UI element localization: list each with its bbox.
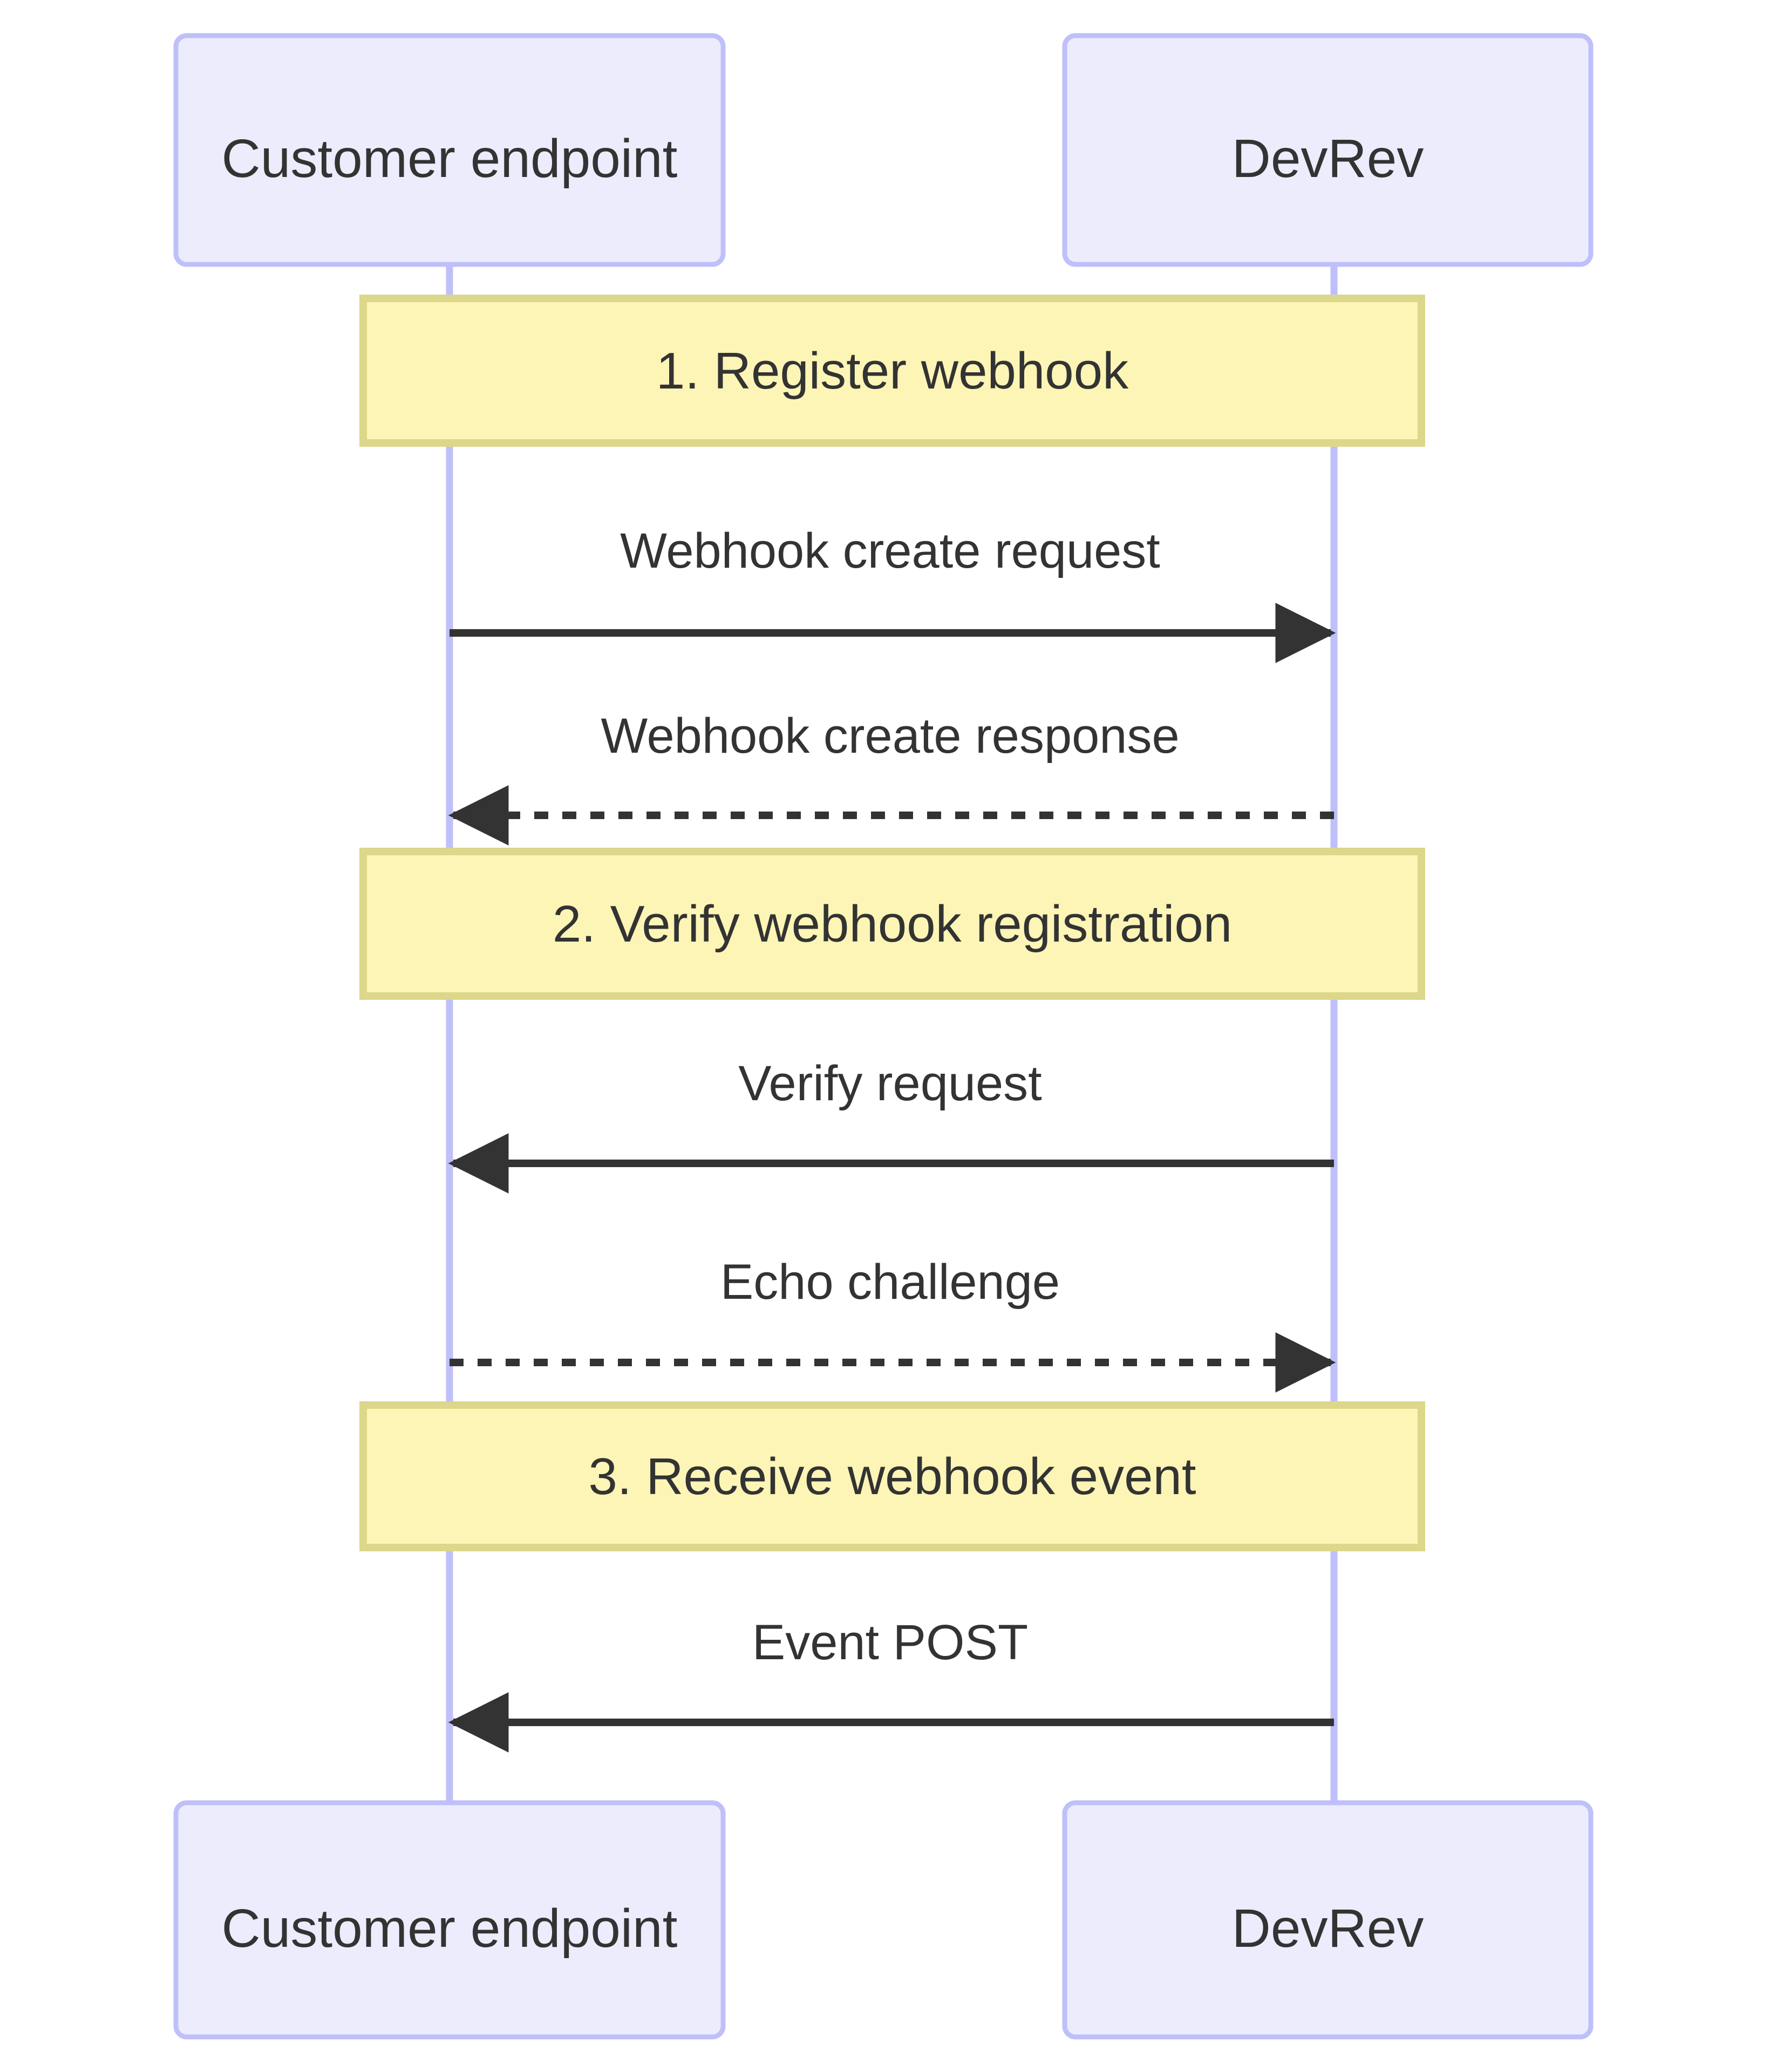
message-label-2: Webhook create response bbox=[601, 708, 1180, 764]
actor-label-customer-top: Customer endpoint bbox=[221, 128, 678, 189]
note-box-2 bbox=[359, 848, 1425, 1000]
note-label-2: 2. Verify webhook registration bbox=[552, 895, 1233, 953]
note-box-3 bbox=[359, 1401, 1425, 1551]
message-label-5: Event POST bbox=[752, 1615, 1029, 1670]
note-box-1 bbox=[359, 295, 1425, 447]
actor-label-devrev-bottom: DevRev bbox=[1231, 1898, 1424, 1959]
message-label-3: Verify request bbox=[738, 1056, 1042, 1111]
message-label-1: Webhook create request bbox=[620, 523, 1160, 578]
actor-box-devrev-bottom[interactable] bbox=[1062, 1800, 1594, 2040]
message-label-4: Echo challenge bbox=[720, 1255, 1060, 1310]
actor-box-customer-top[interactable] bbox=[173, 33, 726, 267]
note-label-1: 1. Register webhook bbox=[656, 342, 1129, 400]
actor-label-customer-bottom: Customer endpoint bbox=[221, 1898, 678, 1959]
actor-label-devrev-top: DevRev bbox=[1231, 128, 1424, 189]
note-label-3: 3. Receive webhook event bbox=[588, 1448, 1196, 1505]
actor-box-customer-bottom[interactable] bbox=[173, 1800, 726, 2040]
actor-box-devrev-top[interactable] bbox=[1062, 33, 1594, 267]
